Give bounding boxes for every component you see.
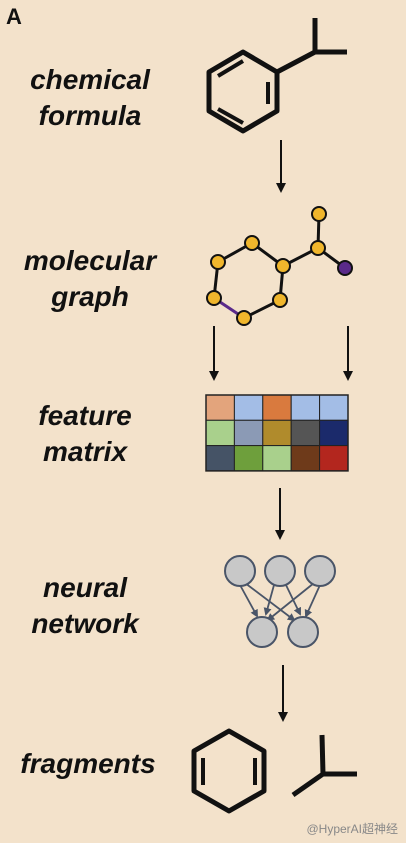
graph-node bbox=[210, 254, 226, 270]
matrix-cell bbox=[205, 394, 235, 421]
matrix-border bbox=[205, 394, 349, 472]
graph-node-accent bbox=[337, 260, 353, 276]
matrix-cell bbox=[290, 394, 321, 421]
label-line: molecular bbox=[23, 245, 157, 276]
label-molecular-graph: molecular graph bbox=[5, 243, 175, 315]
matrix-cell bbox=[319, 394, 349, 421]
label-line: formula bbox=[38, 100, 142, 131]
label-fragments: fragments bbox=[3, 746, 173, 782]
graph-node bbox=[236, 310, 252, 326]
matrix-cell bbox=[319, 445, 349, 472]
matrix-cell bbox=[262, 445, 292, 472]
molecular-graph-structure bbox=[206, 206, 353, 326]
label-line: matrix bbox=[42, 436, 128, 467]
neuron bbox=[287, 616, 319, 648]
matrix-cell bbox=[262, 394, 292, 421]
label-line: neural bbox=[42, 572, 128, 603]
label-neural-network: neural network bbox=[0, 570, 170, 642]
neural-network-structure bbox=[224, 555, 336, 648]
chemical-formula-structure bbox=[206, 18, 347, 134]
label-feature-matrix: feature matrix bbox=[0, 398, 170, 470]
matrix-cell bbox=[290, 445, 321, 472]
neuron bbox=[304, 555, 336, 587]
label-chemical-formula: chemical formula bbox=[5, 62, 175, 134]
fragment-benzene bbox=[191, 728, 267, 814]
matrix-cell bbox=[319, 419, 349, 447]
fragment-isopropyl bbox=[291, 734, 357, 798]
graph-node bbox=[272, 292, 288, 308]
watermark: @HyperAI超神经 bbox=[306, 822, 398, 836]
neuron bbox=[264, 555, 296, 587]
graph-node bbox=[311, 206, 327, 222]
neuron bbox=[224, 555, 256, 587]
matrix-cell bbox=[233, 419, 264, 447]
label-line: fragments bbox=[20, 748, 156, 779]
feature-matrix-grid bbox=[205, 394, 349, 472]
label-line: feature bbox=[38, 400, 132, 431]
graph-node bbox=[275, 258, 291, 274]
graph-node bbox=[206, 290, 222, 306]
matrix-cell bbox=[233, 394, 264, 421]
matrix-cell bbox=[205, 419, 235, 447]
matrix-cell bbox=[205, 445, 235, 472]
matrix-cell bbox=[290, 419, 321, 447]
label-line: graph bbox=[51, 281, 129, 312]
matrix-cell bbox=[262, 419, 292, 447]
matrix-cell bbox=[233, 445, 264, 472]
label-line: chemical bbox=[30, 64, 150, 95]
label-line: network bbox=[31, 608, 139, 639]
graph-node bbox=[310, 240, 326, 256]
graph-node bbox=[244, 235, 260, 251]
neuron bbox=[246, 616, 278, 648]
panel-label: A bbox=[6, 4, 22, 29]
